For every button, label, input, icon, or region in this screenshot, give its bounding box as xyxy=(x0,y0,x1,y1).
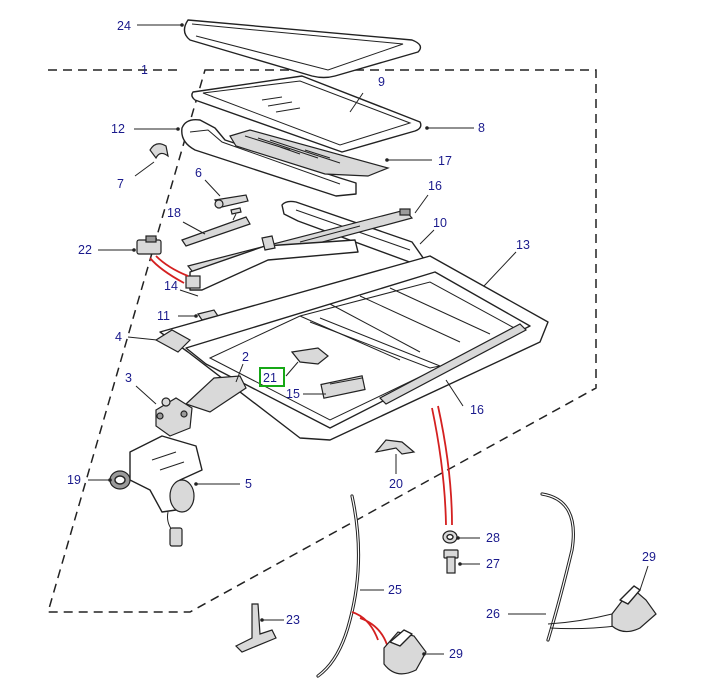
drain-tube-front xyxy=(149,255,189,284)
part-12-front-seal[interactable] xyxy=(181,118,357,197)
callout-15[interactable]: 15 xyxy=(286,387,300,401)
part-14-front-guide[interactable] xyxy=(185,235,359,291)
callout-2[interactable]: 2 xyxy=(242,350,249,364)
part-29-clamp-lower[interactable] xyxy=(383,629,427,675)
callout-25[interactable]: 25 xyxy=(388,583,402,597)
part-23-t-handle[interactable] xyxy=(234,603,277,653)
callout-labels: 24 1 9 12 8 17 6 7 16 18 10 22 13 14 11 … xyxy=(67,19,656,661)
callout-9[interactable]: 9 xyxy=(378,75,385,89)
part-15-switch[interactable] xyxy=(320,375,366,399)
part-7-clip[interactable] xyxy=(149,143,169,160)
part-5-motor[interactable] xyxy=(129,435,203,547)
callout-7[interactable]: 7 xyxy=(117,177,124,191)
callout-3[interactable]: 3 xyxy=(125,371,132,385)
part-20-clip[interactable] xyxy=(374,439,416,455)
callout-6[interactable]: 6 xyxy=(195,166,202,180)
part-27-bolt[interactable] xyxy=(443,549,459,574)
callout-14[interactable]: 14 xyxy=(164,279,178,293)
part-6-bracket[interactable] xyxy=(213,194,249,221)
callout-11[interactable]: 11 xyxy=(157,309,170,323)
callout-17[interactable]: 17 xyxy=(438,154,452,168)
part-29-clamp-right[interactable] xyxy=(611,585,657,633)
callout-27[interactable]: 27 xyxy=(486,557,500,571)
callout-29-lower[interactable]: 29 xyxy=(449,647,463,661)
callout-29-right[interactable]: 29 xyxy=(642,550,656,564)
callout-12[interactable]: 12 xyxy=(111,122,125,136)
part-26-drain-hose[interactable] xyxy=(540,492,575,642)
part-9-glass-panel[interactable] xyxy=(191,75,422,153)
callout-22[interactable]: 22 xyxy=(78,243,92,257)
assembly-boundary xyxy=(47,69,597,613)
callout-18[interactable]: 18 xyxy=(167,206,181,220)
part-16-side-rail[interactable] xyxy=(379,323,527,405)
callout-8[interactable]: 8 xyxy=(478,121,485,135)
part-28-washer[interactable] xyxy=(442,530,458,544)
part-3-motor-bracket[interactable] xyxy=(155,397,193,437)
callout-23[interactable]: 23 xyxy=(286,613,300,627)
drain-tube-hose xyxy=(351,611,389,649)
callout-5[interactable]: 5 xyxy=(245,477,252,491)
callout-24[interactable]: 24 xyxy=(117,19,131,33)
callout-16-top[interactable]: 16 xyxy=(428,179,442,193)
hose-tie-lines xyxy=(547,613,617,630)
part-13-main-frame[interactable] xyxy=(159,255,549,441)
part-18-strip[interactable] xyxy=(181,216,251,247)
leader-dots xyxy=(108,23,462,656)
drain-tube-rear xyxy=(431,405,453,526)
callout-1[interactable]: 1 xyxy=(141,63,148,77)
callout-4[interactable]: 4 xyxy=(115,330,122,344)
callout-16-lower[interactable]: 16 xyxy=(470,403,484,417)
part-24-sunshade-panel[interactable] xyxy=(183,19,422,79)
part-19-grommet[interactable] xyxy=(109,470,131,490)
callout-10[interactable]: 10 xyxy=(433,216,447,230)
part-17-wind-deflector[interactable] xyxy=(229,129,390,177)
leader-lines xyxy=(88,24,649,655)
part-25-drain-hose[interactable] xyxy=(316,494,361,678)
part-21-bracket[interactable] xyxy=(290,347,329,365)
highlight-box-21 xyxy=(259,367,285,387)
part-2-drain-plate[interactable] xyxy=(184,375,247,413)
callout-13[interactable]: 13 xyxy=(516,238,530,252)
part-22-connector[interactable] xyxy=(136,235,162,255)
callout-20[interactable]: 20 xyxy=(389,477,403,491)
part-4-mount[interactable] xyxy=(154,329,191,353)
callout-28[interactable]: 28 xyxy=(486,531,500,545)
callout-26[interactable]: 26 xyxy=(486,607,500,621)
callout-21[interactable]: 21 xyxy=(263,371,277,385)
callout-19[interactable]: 19 xyxy=(67,473,81,487)
